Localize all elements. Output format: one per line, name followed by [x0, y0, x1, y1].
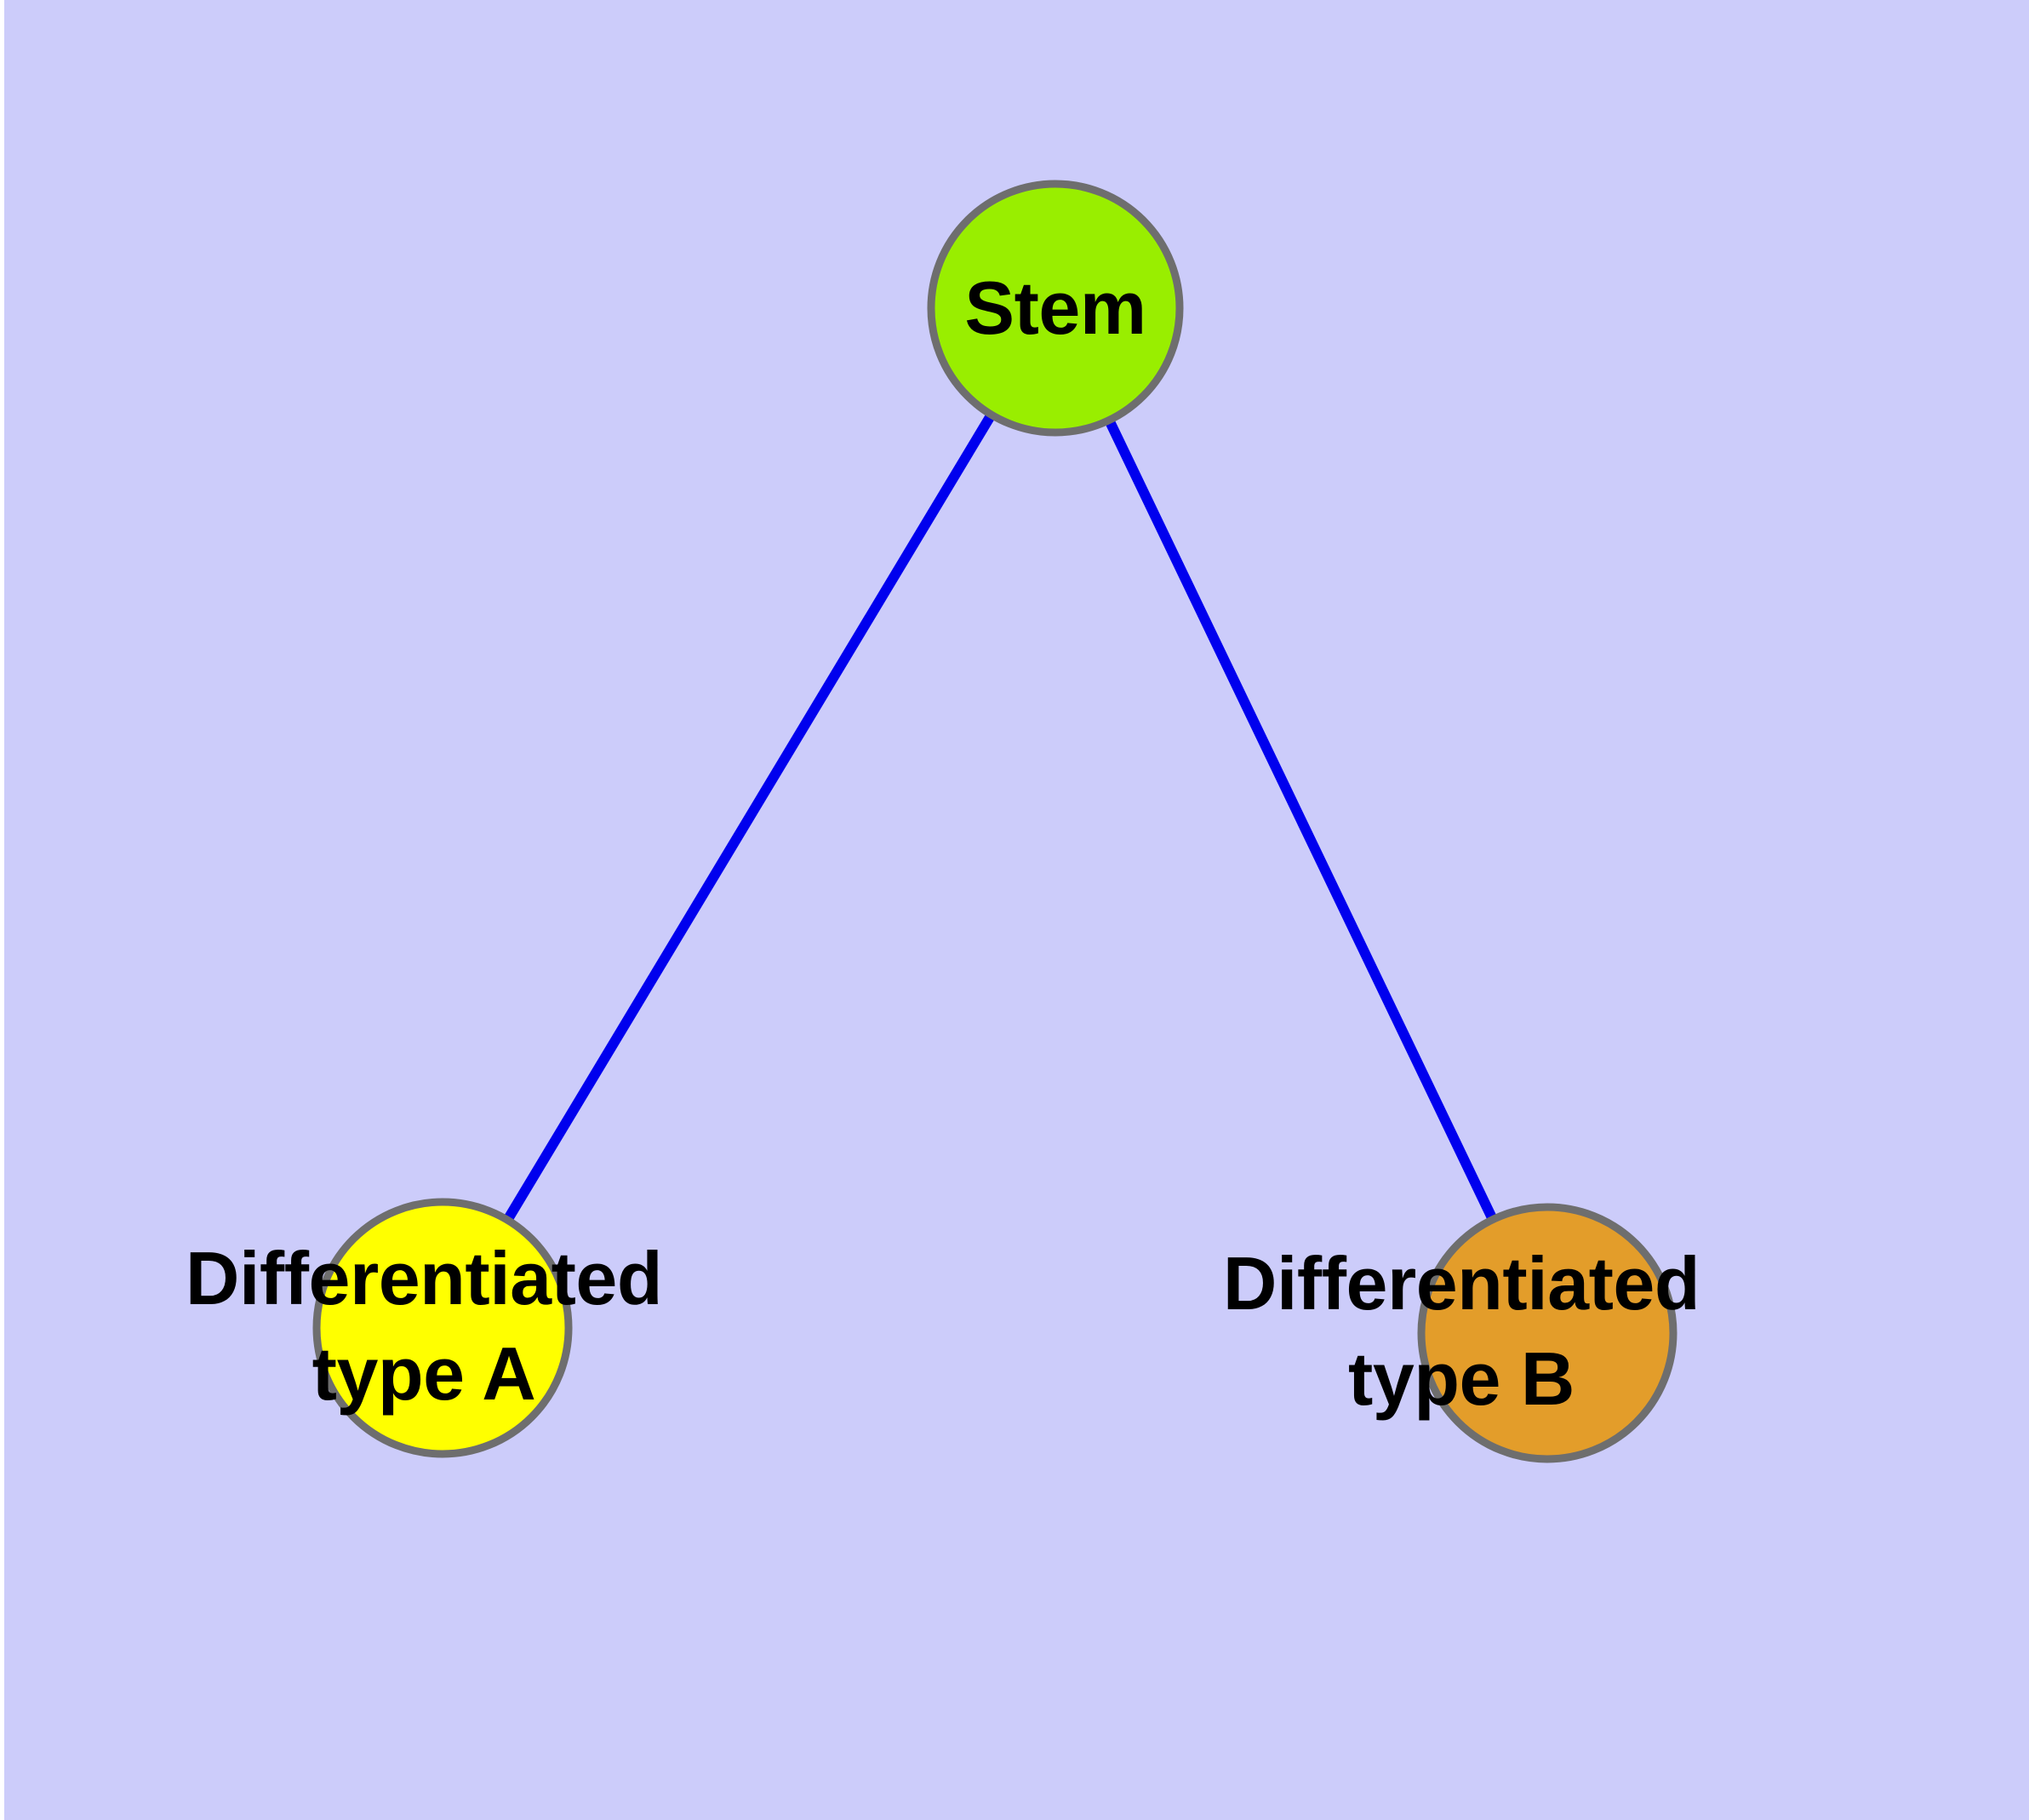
edge-stem-to-differentiated-type-b	[1050, 306, 1552, 1336]
node-differentiated-type-b[interactable]	[1417, 1203, 1677, 1463]
node-stem[interactable]	[927, 180, 1184, 437]
edges-group	[437, 305, 1552, 1336]
nodes-group	[312, 180, 1677, 1463]
edge-stem-to-differentiated-type-a	[437, 305, 1060, 1331]
node-differentiated-type-a[interactable]	[312, 1198, 573, 1458]
